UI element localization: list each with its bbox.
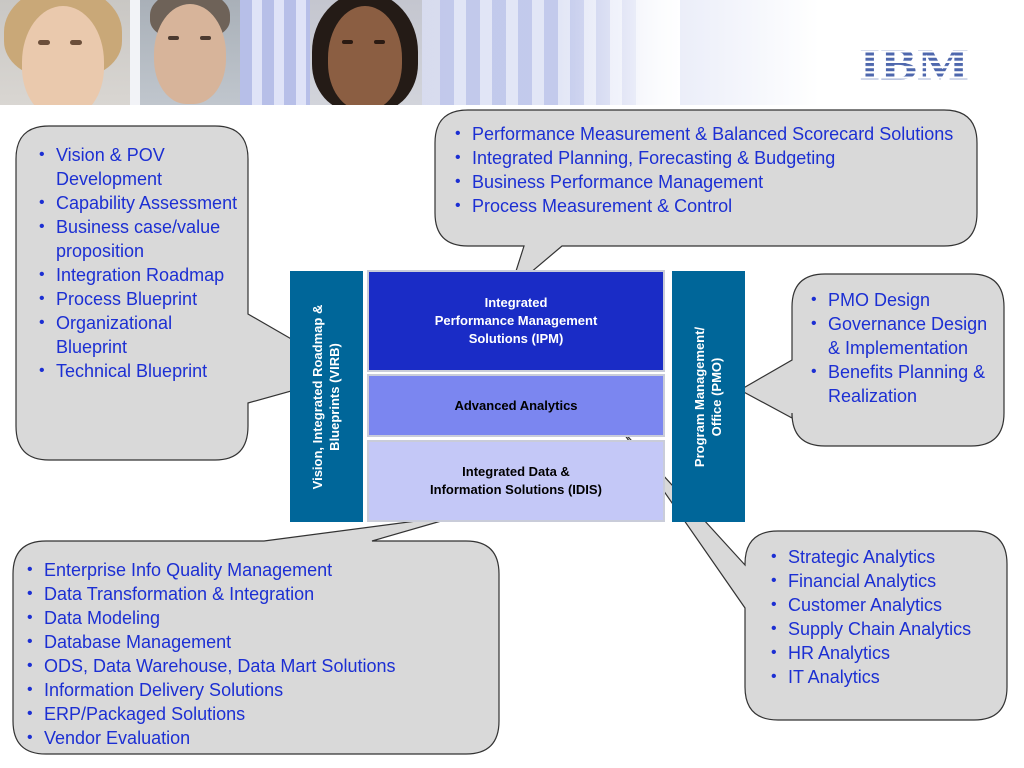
photo-person-1 <box>0 0 130 105</box>
advanced-analytics-box: Advanced Analytics <box>367 374 665 437</box>
list-item: Enterprise Info Quality Management <box>18 558 488 582</box>
list-item: Information Delivery Solutions <box>18 678 488 702</box>
ipm-label: Integrated Performance Management Soluti… <box>434 295 598 346</box>
list-item: Benefits Planning & Realization <box>802 360 1002 408</box>
list-item: Process Blueprint <box>30 287 240 311</box>
photo-person-3 <box>310 0 422 105</box>
list-item: Strategic Analytics <box>762 545 1002 569</box>
ipm-list: Performance Measurement & Balanced Score… <box>446 122 966 218</box>
list-item: Data Modeling <box>18 606 488 630</box>
list-item: Customer Analytics <box>762 593 1002 617</box>
ibm-logo: IBM <box>859 42 969 84</box>
list-item: Vendor Evaluation <box>18 726 488 750</box>
list-item: ODS, Data Warehouse, Data Mart Solutions <box>18 654 488 678</box>
list-item: ERP/Packaged Solutions <box>18 702 488 726</box>
pmo-label: Program Management/ Office (PMO) <box>692 326 724 468</box>
idis-box: Integrated Data & Information Solutions … <box>367 440 665 522</box>
idis-label: Integrated Data & Information Solutions … <box>430 464 602 497</box>
list-item: PMO Design <box>802 288 1002 312</box>
list-item: Business case/value proposition <box>30 215 240 263</box>
advanced-analytics-label: Advanced Analytics <box>454 398 578 413</box>
list-item: Financial Analytics <box>762 569 1002 593</box>
list-item: Process Measurement & Control <box>446 194 966 218</box>
vision-list: Vision & POV Development Capability Asse… <box>30 143 240 383</box>
list-item: Performance Measurement & Balanced Score… <box>446 122 966 146</box>
virb-label: Vision, Integrated Roadmap & Blueprints … <box>310 304 342 490</box>
pmo-bar: Program Management/ Office (PMO) <box>672 271 745 522</box>
analytics-list: Strategic Analytics Financial Analytics … <box>762 545 1002 689</box>
header-banner: IBM <box>0 0 1024 105</box>
ibm-logo-text: IBM <box>859 42 969 84</box>
photo-person-2 <box>140 0 240 105</box>
list-item: Governance Design & Implementation <box>802 312 1002 360</box>
list-item: Organizational Blueprint <box>30 311 240 359</box>
list-item: Technical Blueprint <box>30 359 240 383</box>
list-item: Integrated Planning, Forecasting & Budge… <box>446 146 966 170</box>
list-item: IT Analytics <box>762 665 1002 689</box>
idis-list: Enterprise Info Quality Management Data … <box>18 558 488 750</box>
list-item: Supply Chain Analytics <box>762 617 1002 641</box>
list-item: Vision & POV Development <box>30 143 240 191</box>
virb-bar: Vision, Integrated Roadmap & Blueprints … <box>290 271 363 522</box>
list-item: Database Management <box>18 630 488 654</box>
list-item: Data Transformation & Integration <box>18 582 488 606</box>
list-item: Business Performance Management <box>446 170 966 194</box>
list-item: Capability Assessment <box>30 191 240 215</box>
pmo-list: PMO Design Governance Design & Implement… <box>802 288 1002 408</box>
list-item: HR Analytics <box>762 641 1002 665</box>
list-item: Integration Roadmap <box>30 263 240 287</box>
ipm-box: Integrated Performance Management Soluti… <box>367 270 665 372</box>
